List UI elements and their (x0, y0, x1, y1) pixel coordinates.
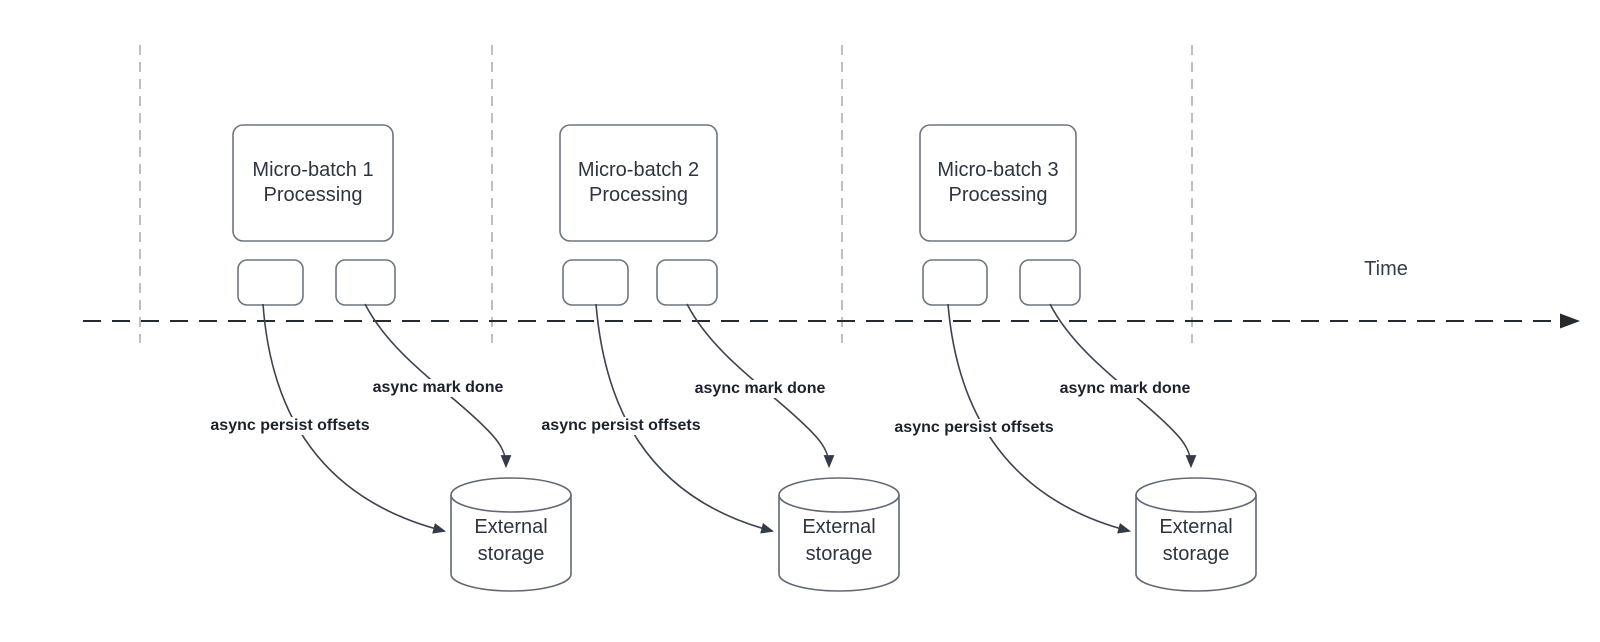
batch-2-storage-cylinder (778, 477, 900, 592)
micro-batch-3-box (919, 124, 1077, 242)
batch-3-arrows (947, 303, 1197, 534)
batch-1-arrows (262, 303, 512, 534)
batch-3-mark-done-label: async mark done (1056, 380, 1194, 398)
batch-2-persist-offsets-arrow (595, 303, 775, 534)
batch-1-done-task-box (335, 259, 396, 306)
batch-1-storage-label: External storage (474, 516, 548, 565)
time-axis (83, 313, 1580, 329)
batch-1-mark-done-label: async mark done (369, 379, 507, 397)
batch-3-storage-label: External storage (1159, 516, 1233, 565)
batch-1-persist-offsets-arrow (262, 303, 447, 534)
batch-1-offset-task-box (237, 259, 304, 306)
batch-3-done-task-box (1019, 259, 1081, 306)
batch-2-storage-label: External storage (802, 516, 876, 565)
time-axis-label: Time (1364, 258, 1408, 280)
batch-3-mark-done-arrow (1049, 303, 1197, 469)
time-axis-arrowhead-icon (1560, 313, 1580, 329)
micro-batch-2-box (559, 124, 718, 242)
micro-batch-2-title: Micro-batch 2 Processing (577, 159, 700, 206)
batch-1-persist-offsets-label: async persist offsets (207, 417, 373, 435)
micro-batch-1-title: Micro-batch 1 Processing (252, 159, 374, 206)
batch-3-offset-task-box (922, 259, 988, 306)
batch-1-shapes (232, 124, 396, 306)
batch-3-shapes (919, 124, 1081, 306)
cylinder-top (450, 477, 572, 513)
batch-2-arrows (595, 303, 835, 534)
batch-1-mark-done-arrow (364, 303, 512, 469)
batch-1-storage-cylinder (450, 477, 572, 592)
cylinder-top (1135, 477, 1257, 513)
batch-2-mark-done-label: async mark done (691, 380, 829, 398)
cylinder-top (778, 477, 900, 513)
batch-2-mark-done-arrow (686, 303, 835, 469)
batch-3-storage-cylinder (1135, 477, 1257, 592)
batch-3-persist-offsets-label: async persist offsets (891, 419, 1057, 437)
cylinder-body (450, 495, 572, 592)
micro-batch-1-box (232, 124, 394, 242)
batch-2-shapes (559, 124, 718, 306)
batch-2-done-task-box (656, 259, 718, 306)
cylinder-body (1135, 495, 1257, 592)
batch-2-persist-offsets-label: async persist offsets (538, 417, 704, 435)
batch-2-offset-task-box (562, 259, 629, 306)
cylinder-body (778, 495, 900, 592)
batch-3-persist-offsets-arrow (947, 303, 1132, 534)
micro-batch-3-title: Micro-batch 3 Processing (937, 159, 1059, 206)
